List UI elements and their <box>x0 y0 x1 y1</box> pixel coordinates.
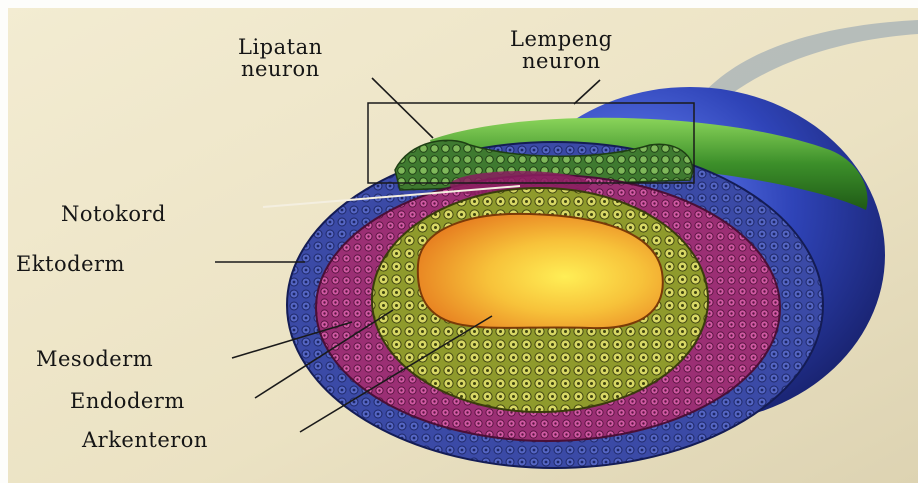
label-endoderm: Endoderm <box>70 390 185 412</box>
archenteron-cavity <box>418 214 663 328</box>
label-notokord: Notokord <box>61 203 166 225</box>
white-border-left <box>0 0 8 483</box>
label-arkenteron: Arkenteron <box>82 429 208 451</box>
label-ektoderm: Ektoderm <box>16 253 125 275</box>
label-mesoderm: Mesoderm <box>36 348 153 370</box>
label-lipatan-neuron-line1: Lipatan <box>238 36 323 58</box>
white-border-top <box>0 0 918 8</box>
label-lipatan-neuron: Lipatan neuron <box>238 36 323 80</box>
label-lempeng-neuron-line2: neuron <box>510 50 613 72</box>
label-lempeng-neuron: Lempeng neuron <box>510 28 613 72</box>
label-lempeng-neuron-line1: Lempeng <box>510 28 613 50</box>
label-lipatan-neuron-line2: neuron <box>238 58 323 80</box>
